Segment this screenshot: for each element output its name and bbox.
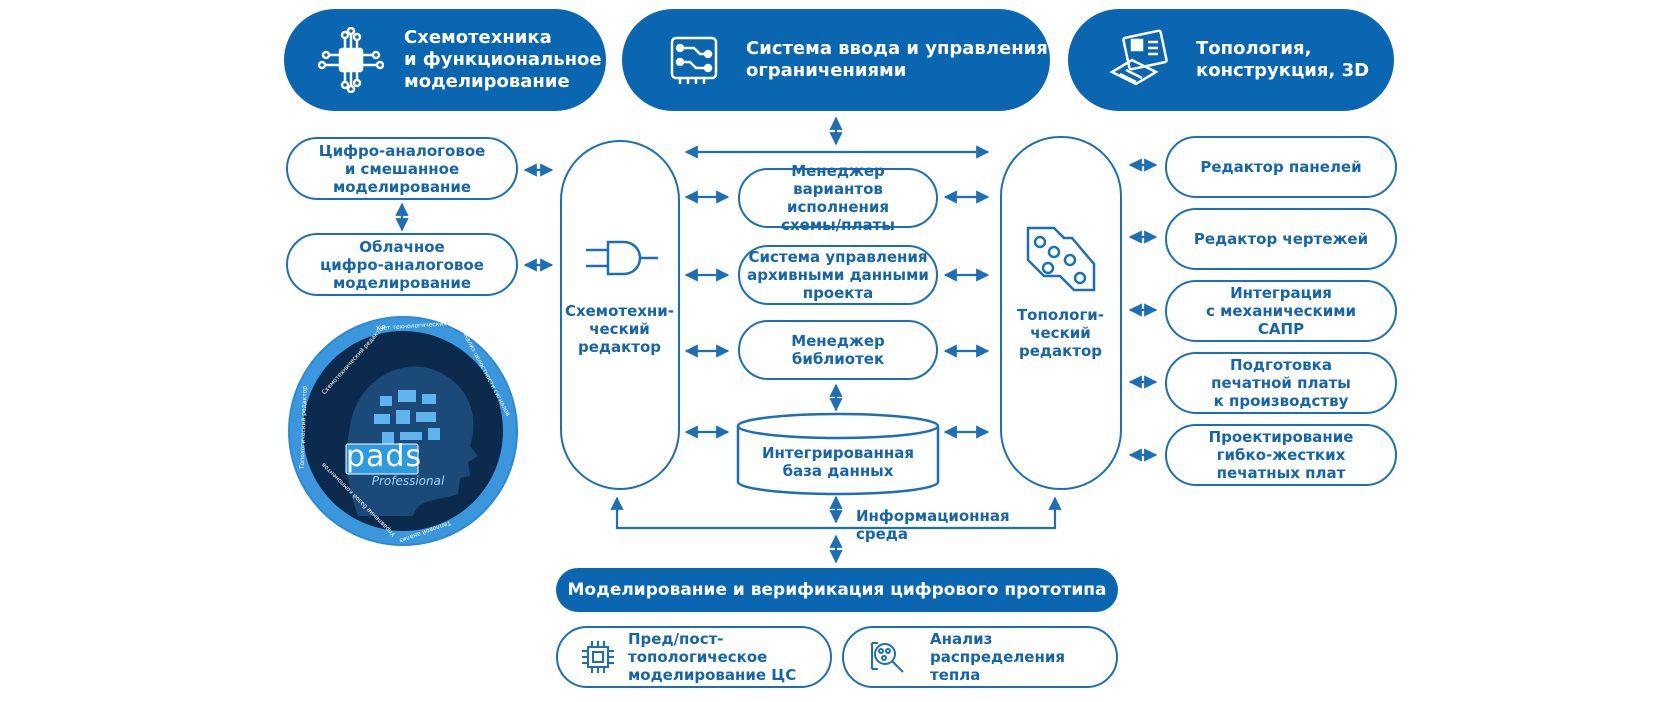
top-box-schematic-label: Схемотехника и функциональное моделирова…	[404, 27, 602, 92]
pcb-trace-icon	[1024, 224, 1098, 294]
rigid-flex-design[interactable]: Проектирование гибко-жестких печатных пл…	[1165, 424, 1397, 486]
circuit-board-icon	[666, 32, 722, 88]
box-analog-mixed-sim[interactable]: Цифро-аналоговое и смешанное моделирован…	[286, 137, 518, 200]
pads-sub: Professional	[371, 474, 445, 488]
pcb-3d-icon	[1106, 28, 1170, 92]
digital-prototype-label: Моделирование и верификация цифрового пр…	[567, 580, 1107, 600]
info-env-label: Информационная среда	[856, 507, 1010, 543]
top-box-constraints[interactable]: Система ввода и управления ограничениями	[622, 9, 1050, 111]
variant-manager[interactable]: Менеджер вариантов исполнения схемы/плат…	[738, 162, 938, 234]
database-cylinder[interactable]	[736, 412, 940, 496]
head-illustration	[290, 318, 516, 544]
signal-integrity-label: Пред/пост-топологическое моделирование Ц…	[628, 630, 797, 684]
manufacturing-prep[interactable]: Подготовка печатной платы к производству	[1165, 352, 1397, 414]
mcad-integration[interactable]: Интеграция с механическими САПР	[1165, 280, 1397, 342]
top-box-layout[interactable]: Топология, конструкция, 3D	[1068, 9, 1394, 111]
pads-brand: pads	[346, 439, 423, 474]
top-box-layout-label: Топология, конструкция, 3D	[1196, 38, 1370, 81]
signal-integrity-box[interactable]: Пред/пост-топологическое моделирование Ц…	[556, 626, 832, 688]
drawing-editor[interactable]: Редактор чертежей	[1165, 208, 1397, 270]
top-box-schematic[interactable]: Схемотехника и функциональное моделирова…	[284, 9, 606, 111]
pads-logo-circle: pads Professional Схемотехнический редак…	[288, 316, 518, 546]
layout-editor[interactable]: Топологи- ческий редактор	[1000, 136, 1122, 490]
library-manager[interactable]: Менеджер библиотек	[738, 320, 938, 380]
archive-data-system[interactable]: Система управления архивными данными про…	[738, 245, 938, 305]
top-box-constraints-label: Система ввода и управления ограничениями	[746, 38, 1048, 81]
schematic-editor[interactable]: Схемотехни- ческий редактор	[560, 140, 680, 490]
chip-circuit-icon	[317, 26, 385, 94]
thermal-analysis-icon	[870, 639, 906, 675]
thermal-analysis-label: Анализ распределения тепла	[930, 630, 1065, 684]
and-gate-icon	[584, 238, 660, 278]
panel-editor[interactable]: Редактор панелей	[1165, 136, 1397, 198]
digital-prototype-bar[interactable]: Моделирование и верификация цифрового пр…	[556, 568, 1118, 612]
chip-icon	[580, 639, 616, 675]
box-cloud-sim[interactable]: Облачное цифро-аналоговое моделирование	[286, 233, 518, 296]
database-label: Интегрированная база данных	[761, 444, 914, 480]
info-env-bracket	[610, 496, 1062, 530]
thermal-analysis-box[interactable]: Анализ распределения тепла	[842, 626, 1118, 688]
